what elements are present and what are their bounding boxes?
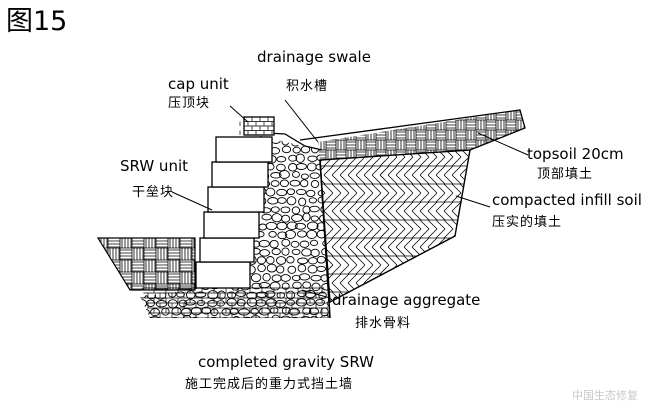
srw-units: [195, 136, 273, 289]
drainage-swale-label: drainage swale: [257, 48, 371, 66]
topsoil-outline: [299, 109, 526, 151]
drainage-aggregate-label: drainage aggregate: [332, 291, 481, 309]
srw-unit: [215, 136, 273, 163]
srw-unit: [211, 161, 269, 188]
drainage-swale-label-zh: 积水槽: [286, 79, 329, 94]
srw-unit-label-zh: 干垒块: [132, 185, 175, 200]
srw-unit: [203, 211, 260, 239]
left-ground-outline: [96, 237, 196, 291]
cap-unit-block: [239, 116, 275, 136]
compacted-infill-label-zh: 压实的填土: [492, 215, 563, 230]
srw-unit: [207, 186, 265, 213]
srw-unit: [199, 237, 255, 263]
watermark: 中国生态修复: [572, 389, 638, 402]
compacted-infill-outline: [319, 149, 471, 304]
caption-label: completed gravity SRW: [198, 353, 374, 371]
cap-unit-label-zh: 压顶块: [168, 96, 211, 111]
srw-unit-label: SRW unit: [120, 157, 188, 175]
caption-label-zh: 施工完成后的重力式挡土墙: [185, 377, 354, 392]
topsoil-label-zh: 顶部填土: [537, 167, 594, 182]
figure-label: 图15: [6, 6, 68, 37]
cap-unit-label: cap unit: [168, 75, 229, 93]
srw-unit: [195, 261, 251, 289]
leader-lines: [171, 99, 529, 299]
topsoil-label: topsoil 20cm: [527, 145, 624, 163]
drainage-aggregate-label-zh: 排水骨料: [355, 316, 412, 331]
left-ground-fill: [98, 238, 195, 290]
compacted-infill-label: compacted infill soil: [492, 191, 642, 209]
